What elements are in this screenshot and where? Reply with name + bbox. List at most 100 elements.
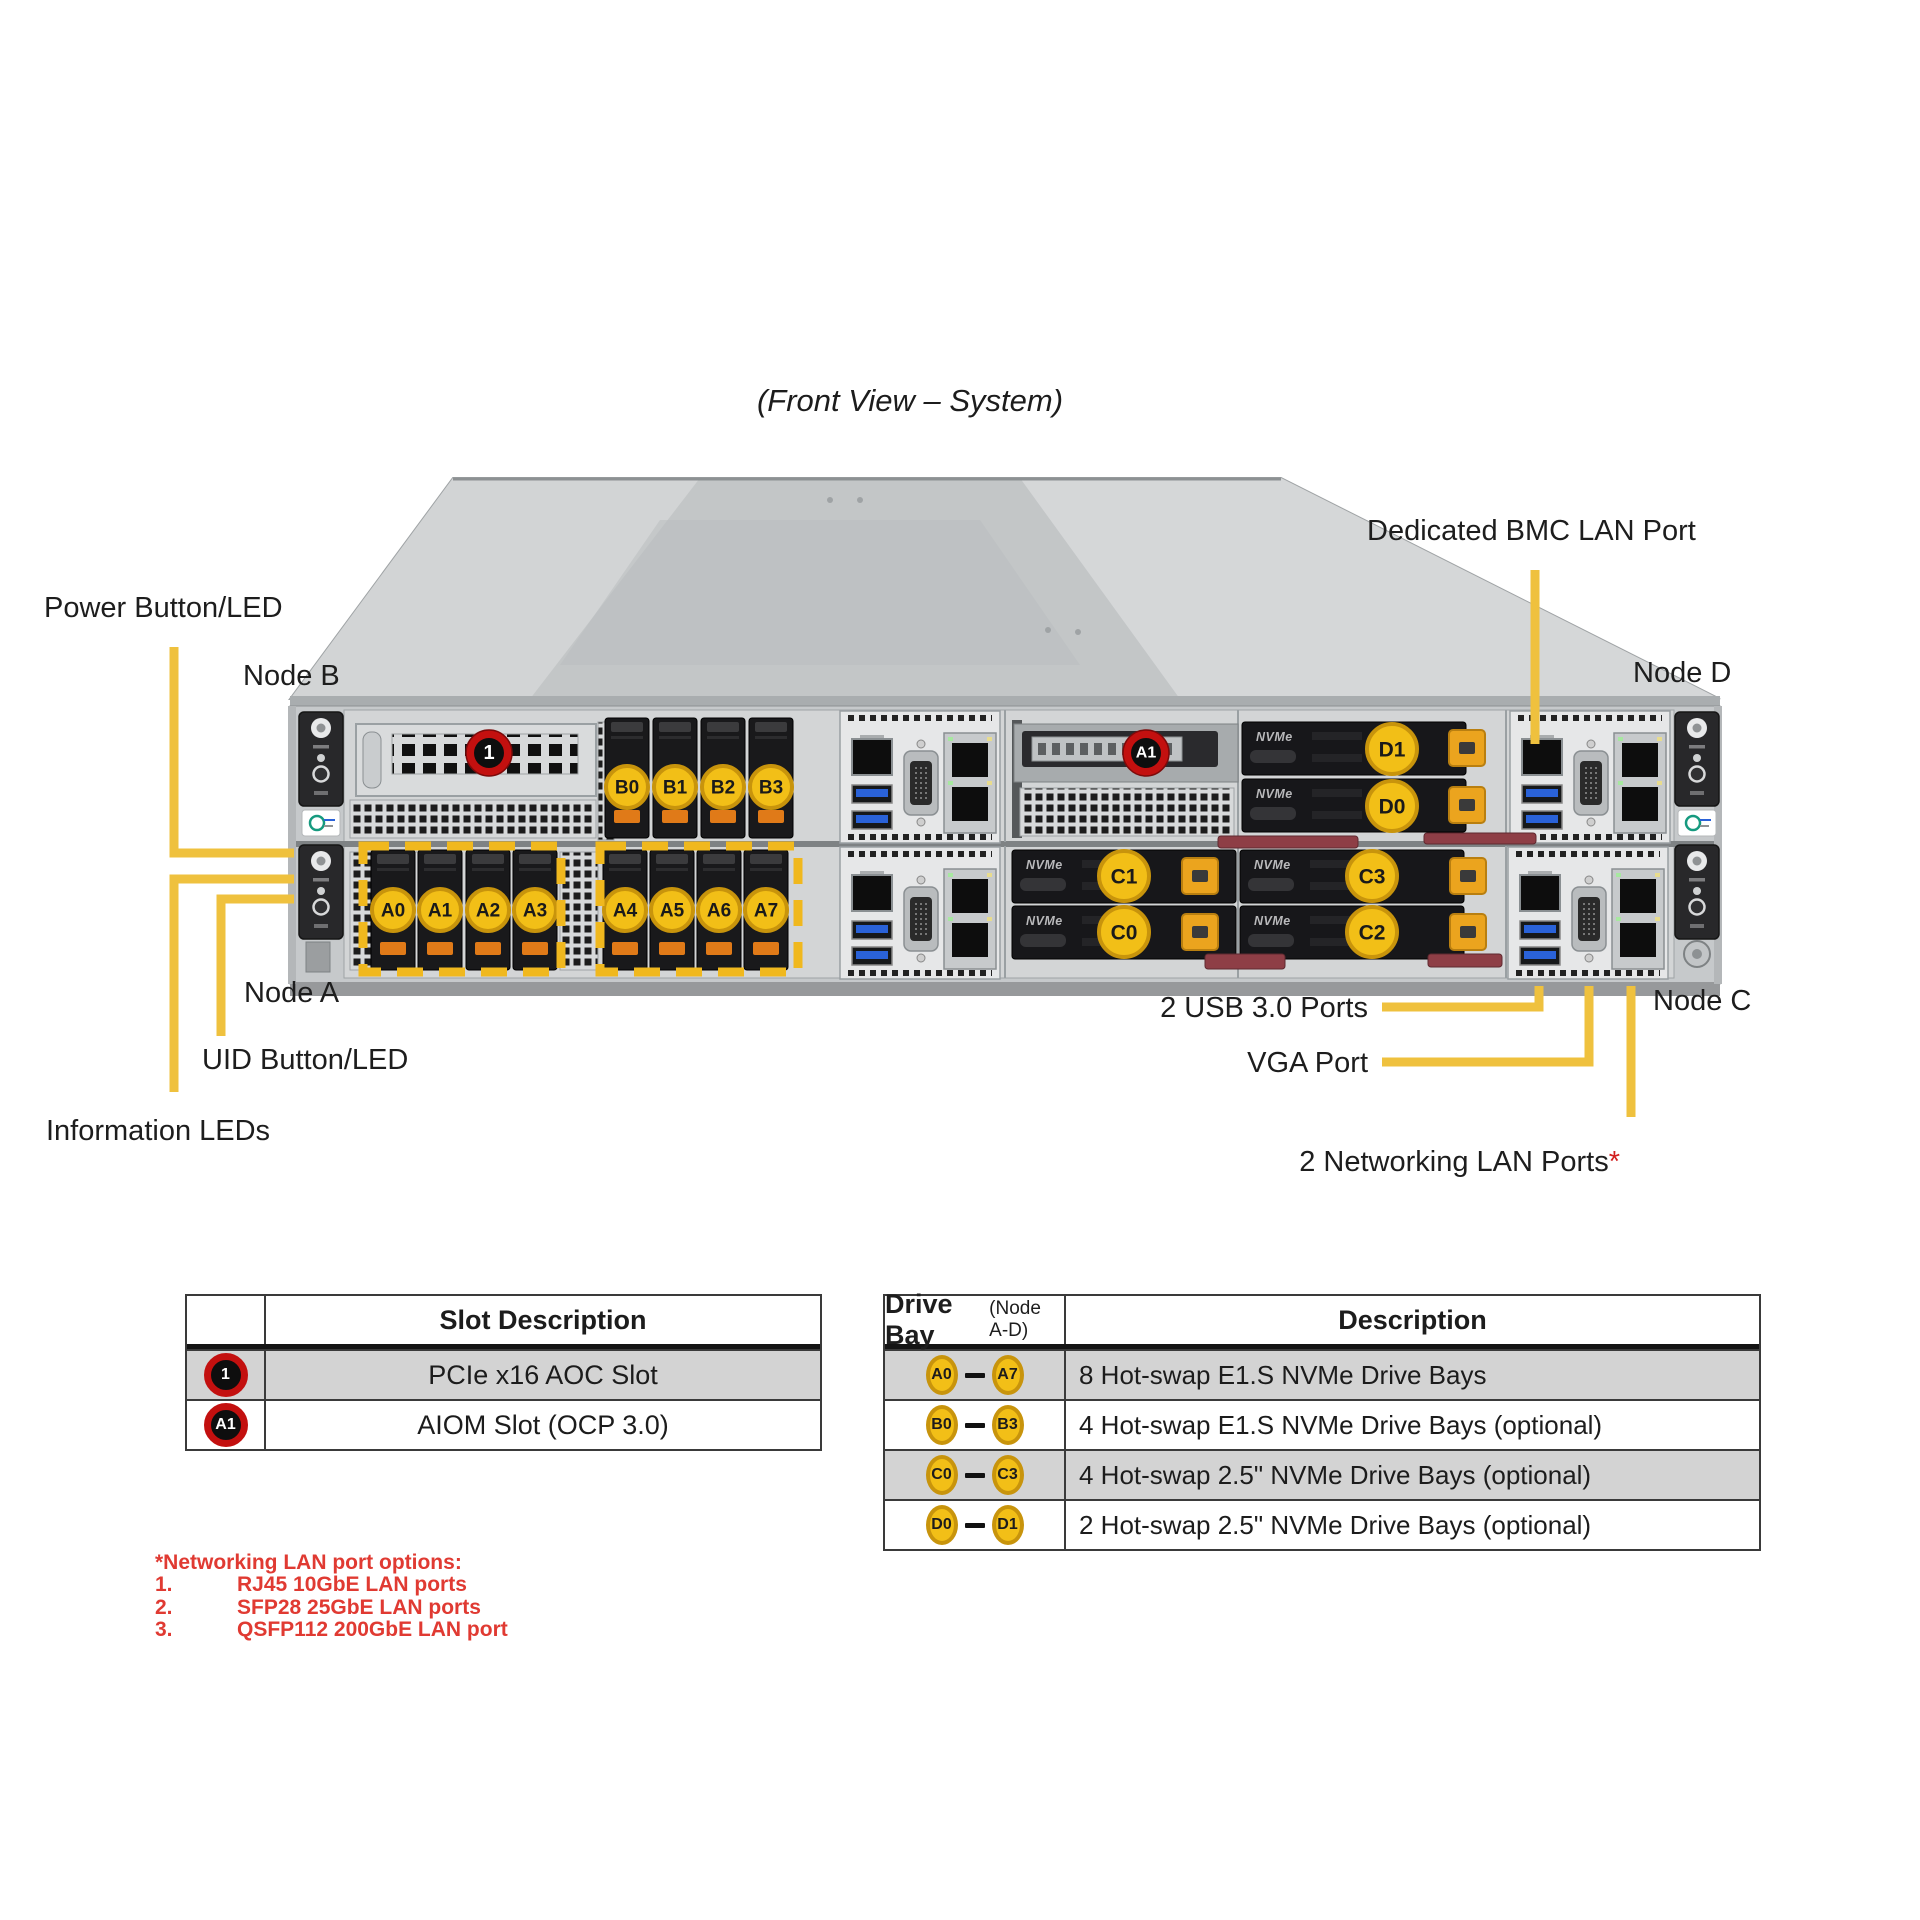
svg-text:A2: A2: [476, 901, 500, 922]
usb-ports-label: 2 USB 3.0 Ports: [1160, 992, 1368, 1024]
range-dash: [964, 1422, 985, 1428]
table-row: A1 AIOM Slot (OCP 3.0): [187, 1399, 820, 1449]
node-a-io-panel: [840, 847, 1000, 979]
slot-a1-table-badge: A1: [203, 1403, 248, 1447]
chassis-top: [288, 477, 1721, 700]
drive-bays-c: NVMe NVMe NVMe NVMe C1 C0 C3 C2: [1011, 849, 1487, 960]
svg-text:A5: A5: [660, 901, 685, 922]
svg-text:NVMe: NVMe: [1254, 914, 1291, 928]
svg-text:B0: B0: [615, 778, 639, 799]
vga-port-label: VGA Port: [1247, 1047, 1368, 1079]
power-button-label: Power Button/LED: [44, 592, 283, 624]
footnote-heading: *Networking LAN port options:: [155, 1551, 462, 1574]
svg-text:C2: C2: [1359, 922, 1386, 945]
bay-badge: A0: [925, 1355, 958, 1395]
aiom-slot: A1: [1012, 720, 1239, 838]
svg-text:NVMe: NVMe: [1026, 914, 1063, 928]
svg-text:D1: D1: [1379, 739, 1406, 762]
drive-bay-table: Drive Bay (Node A-D) Description A0 A7 8 …: [883, 1289, 1761, 1551]
range-dash: [964, 1472, 985, 1478]
svg-text:A4: A4: [613, 901, 638, 922]
slot-description-table: Slot Description 1 PCIe x16 AOC Slot A1 …: [185, 1294, 822, 1451]
table-row: D0 D1 2 Hot-swap 2.5" NVMe Drive Bays (op…: [885, 1499, 1759, 1549]
node-b-control-ear: [297, 710, 345, 838]
drive-bay-header-note: (Node A-D): [989, 1298, 1041, 1341]
uid-button-label: UID Button/LED: [202, 1044, 409, 1076]
range-dash: [964, 1372, 985, 1378]
svg-text:C0: C0: [1111, 922, 1138, 945]
node-c-label: Node C: [1653, 985, 1752, 1017]
svg-text:NVMe: NVMe: [1026, 858, 1063, 872]
bmc-lan-label: Dedicated BMC LAN Port: [1367, 515, 1696, 547]
slot-description: AIOM Slot (OCP 3.0): [417, 1409, 669, 1440]
node-b-label: Node B: [243, 660, 340, 692]
slot-description: PCIe x16 AOC Slot: [428, 1359, 658, 1390]
drive-bays-a: A0 A1 A2 A3 A4 A5 A6 A7: [349, 841, 803, 977]
table-row: B0 B3 4 Hot-swap E1.S NVMe Drive Bays (op…: [885, 1399, 1759, 1449]
power-button-callout-line: [169, 647, 294, 858]
svg-text:A1: A1: [1136, 745, 1157, 762]
slot-1-table-badge: 1: [203, 1353, 248, 1397]
svg-text:NVMe: NVMe: [1254, 858, 1291, 872]
node-b-io-panel: [840, 711, 1000, 843]
drive-bays-b: B0 B1 B2 B3: [604, 717, 794, 839]
node-a-label: Node A: [244, 977, 340, 1009]
lan-options-footnote: *Networking LAN port options: 1. RJ45 10…: [155, 1551, 508, 1642]
svg-text:B2: B2: [711, 778, 735, 799]
callout-lines: [169, 570, 1636, 1117]
bay-group-a0-a3-highlight: [358, 841, 566, 977]
bay-badge: A7: [991, 1355, 1024, 1395]
svg-text:NVMe: NVMe: [1256, 787, 1293, 801]
svg-text:A6: A6: [707, 901, 731, 922]
svg-text:B3: B3: [759, 778, 783, 799]
table-row: 1 PCIe x16 AOC Slot: [187, 1349, 820, 1399]
bay-description: 4 Hot-swap 2.5" NVMe Drive Bays (optiona…: [1079, 1459, 1592, 1490]
range-dash: [964, 1522, 985, 1528]
information-leds-callout-line: [169, 874, 294, 1092]
bay-badge: D0: [925, 1505, 958, 1545]
node-d-label: Node D: [1633, 657, 1732, 689]
svg-text:B1: B1: [663, 778, 688, 799]
footnote-item: 3. QSFP112 200GbE LAN port: [155, 1618, 508, 1642]
uid-button-callout-line: [216, 894, 294, 1036]
bay-group-a4-a7-highlight: [595, 841, 803, 977]
bay-description: 2 Hot-swap 2.5" NVMe Drive Bays (optiona…: [1079, 1509, 1592, 1540]
pcie-slot-1: 1: [349, 721, 615, 841]
drive-bays-d: NVMe NVMe D1 D0: [1241, 721, 1486, 833]
table-row: A0 A7 8 Hot-swap E1.S NVMe Drive Bays: [885, 1349, 1759, 1399]
svg-text:1: 1: [483, 742, 494, 764]
drive-bay-header: Drive Bay: [885, 1289, 953, 1350]
svg-text:A7: A7: [754, 901, 778, 922]
usb-ports-callout-line: [1382, 986, 1544, 1012]
footnote-item: 2. SFP28 25GbE LAN ports: [155, 1595, 481, 1619]
svg-text:NVMe: NVMe: [1256, 730, 1293, 744]
drive-table-header-row: Drive Bay (Node A-D) Description: [885, 1289, 1759, 1350]
bay-badge: D1: [991, 1505, 1024, 1545]
bay-description: 8 Hot-swap E1.S NVMe Drive Bays: [1079, 1359, 1487, 1390]
node-a-control-ear: [297, 843, 345, 973]
slot-table-header: Slot Description: [439, 1304, 647, 1335]
svg-text:A1: A1: [428, 901, 453, 922]
node-c-control-ear: [1673, 843, 1721, 968]
svg-text:C1: C1: [1111, 866, 1138, 889]
node-c-io-panel: [1508, 847, 1668, 979]
tray-release-handles: [1204, 832, 1537, 970]
slot-a1-badge: A1: [1122, 729, 1170, 777]
bay-badge: B0: [925, 1405, 958, 1445]
bay-badge: B3: [991, 1405, 1024, 1445]
svg-text:D0: D0: [1379, 796, 1406, 819]
figure-title: (Front View – System): [756, 383, 1064, 418]
slot-table-header-row: Slot Description: [187, 1296, 820, 1349]
svg-text:A3: A3: [523, 901, 547, 922]
description-header: Description: [1338, 1304, 1487, 1335]
footnote-item: 1. RJ45 10GbE LAN ports: [155, 1573, 467, 1597]
networking-lan-label: 2 Networking LAN Ports*: [1299, 1146, 1620, 1178]
bay-badge: C0: [925, 1455, 958, 1495]
svg-text:C3: C3: [1359, 866, 1386, 889]
svg-text:A0: A0: [381, 901, 405, 922]
node-d-control-ear: [1673, 710, 1721, 838]
bay-description: 4 Hot-swap E1.S NVMe Drive Bays (optiona…: [1079, 1409, 1603, 1440]
